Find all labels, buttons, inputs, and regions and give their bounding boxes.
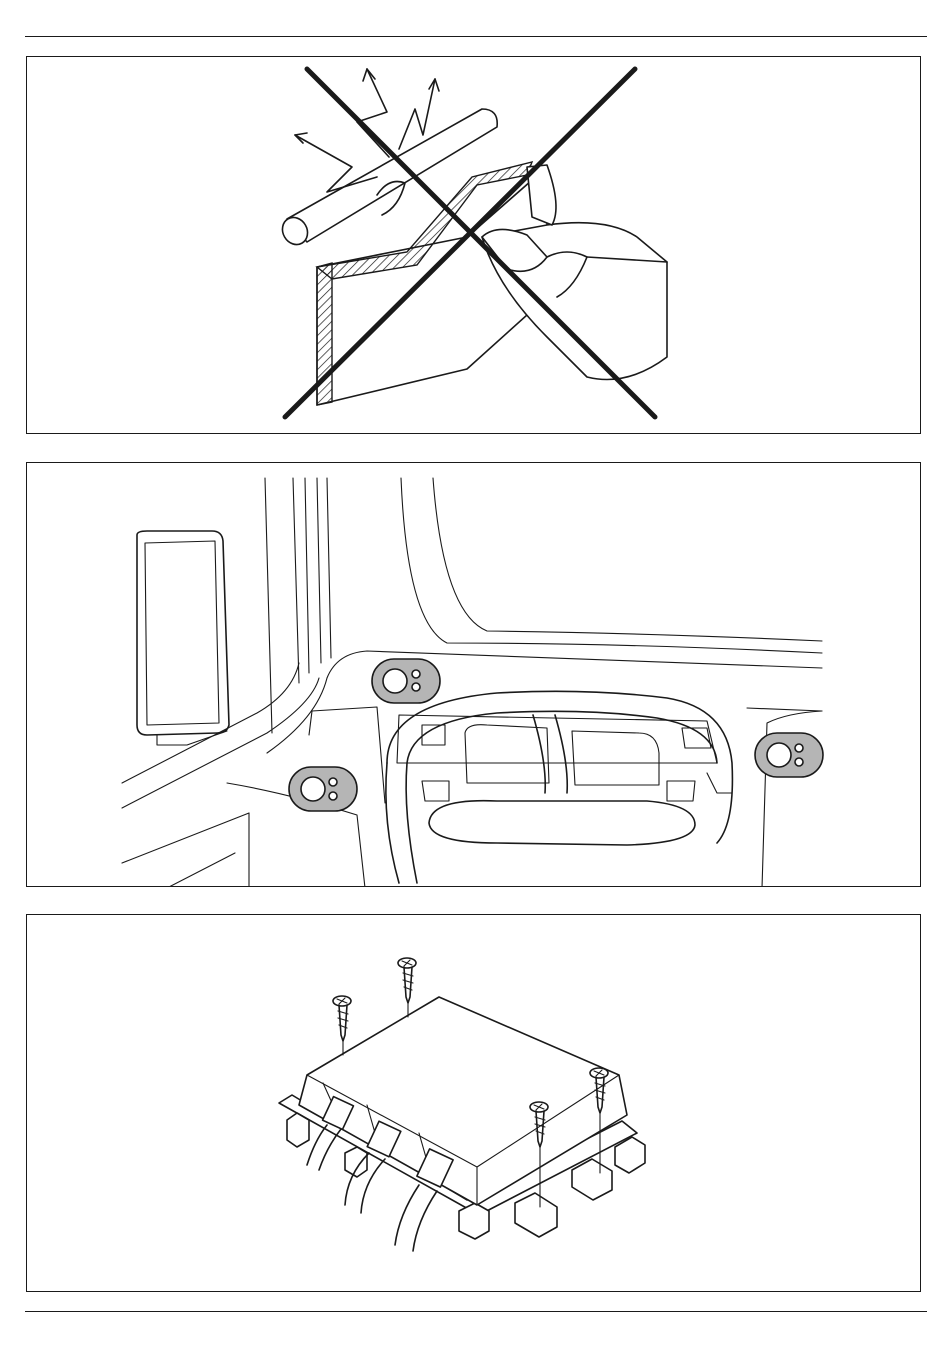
welding-prohibited-drawing [27,57,921,434]
screw-2 [398,958,416,1017]
highlighted-switch-right [755,733,823,777]
bottom-rule [25,1311,927,1312]
exterior-mirror [137,531,229,745]
cab-dashboard-drawing [27,463,921,887]
windscreen-frame [265,478,822,733]
figure-cab-dashboard [26,462,921,887]
screw-1 [333,996,351,1055]
junction-box-drawing [27,915,921,1292]
top-rule [25,36,927,37]
figure-junction-box-mounting [26,914,921,1292]
instrument-cluster [397,715,717,785]
highlighted-switch-upper [372,659,440,703]
figure-welding-prohibited [26,56,921,434]
highlighted-switch-lower [289,767,357,811]
